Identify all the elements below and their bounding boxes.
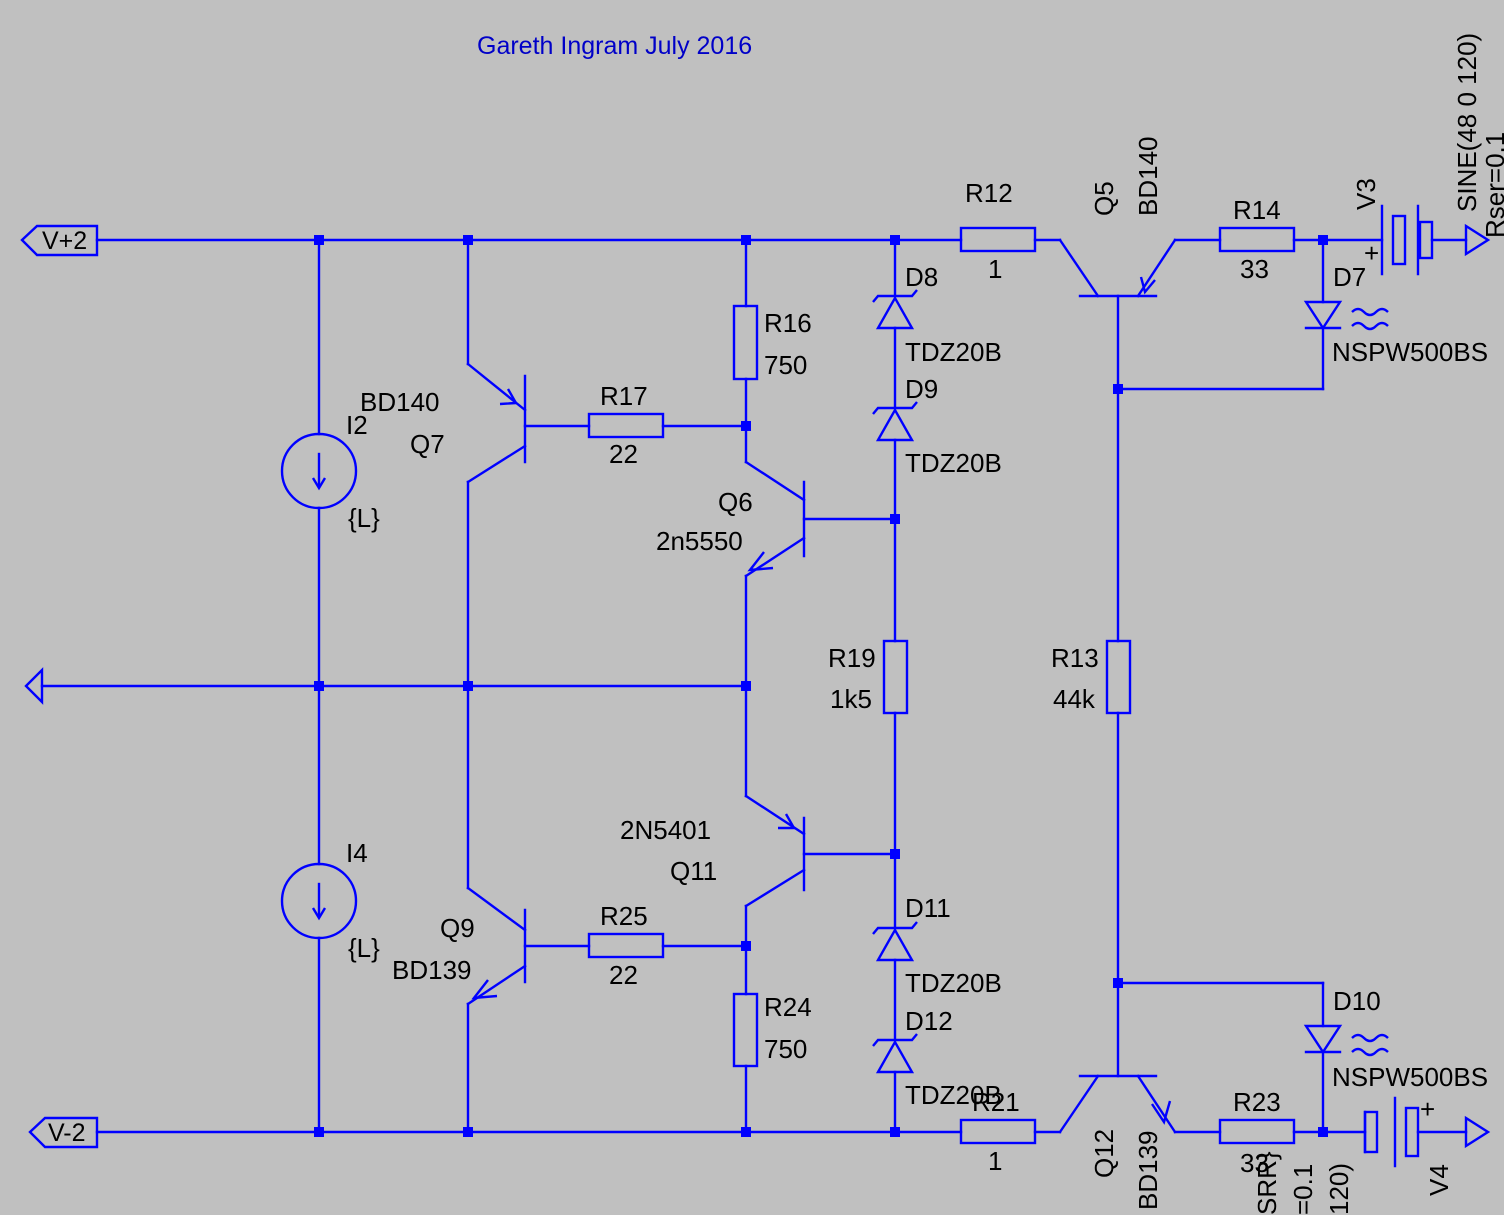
i2-value: {L} [348,503,380,533]
transistor-q12: Q12 BD139 [1058,1074,1177,1211]
r13-value: 44k [1053,684,1096,714]
led-d7: D7 + NSPW500BS [1303,238,1488,367]
i4-ref: I4 [346,838,368,868]
r24-ref: R24 [764,992,812,1022]
resistor-r21: R21 1 [959,1087,1037,1176]
r23-value: 33 [1240,1148,1269,1178]
q6-model: 2n5550 [656,526,743,556]
d9-ref: D9 [905,374,938,404]
i2-ref: I2 [346,410,368,440]
q9-ref: Q9 [440,913,475,943]
d9-model: TDZ20B [905,448,1002,478]
v3-param: Rser=0.1 [1480,132,1504,238]
voltage-source-v3: V3 SINE(48 0 120) Rser=0.1 [1351,33,1504,276]
transistor-q9: Q9 BD139 [392,886,527,1006]
current-source-i2: I2 {L} [280,410,380,533]
port-output [24,667,44,705]
d8-ref: D8 [905,262,938,292]
q12-ref: Q12 [1089,1129,1119,1178]
d11-ref: D11 [905,893,951,923]
transistor-q6: Q6 2n5550 [656,460,806,578]
resistor-r25: R25 22 [587,901,665,990]
voltage-source-v4: + V4 SRR} =0.1 120) [1252,1094,1454,1215]
transistor-q7: BD140 Q7 [360,362,527,484]
q6-ref: Q6 [718,487,753,517]
led-d10: D10 NSPW500BS [1303,986,1488,1092]
r21-ref: R21 [972,1087,1020,1117]
q9-model: BD139 [392,955,472,985]
port-vminus: V-2 [28,1116,99,1149]
r16-value: 750 [764,350,807,380]
q7-ref: Q7 [410,429,445,459]
r19-value: 1k5 [830,684,872,714]
transistor-q5: Q5 BD140 [1058,137,1177,298]
r25-value: 22 [609,960,638,990]
resistor-r19: R19 1k5 [828,639,909,715]
zener-d8: D8 TDZ20B [872,262,1002,367]
r14-ref: R14 [1233,195,1281,225]
r12-ref: R12 [965,178,1013,208]
junction-dots [314,235,1328,1137]
d7-model: NSPW500BS [1332,337,1488,367]
d11-model: TDZ20B [905,968,1002,998]
author-note: Gareth Ingram July 2016 [477,32,752,60]
r14-value: 33 [1240,254,1269,284]
r23-ref: R23 [1233,1087,1281,1117]
resistor-r23: R23 33 [1218,1087,1296,1178]
resistor-r16: R16 750 [732,304,812,381]
r19-ref: R19 [828,643,876,673]
r25-ref: R25 [600,901,648,931]
v3-value: SINE(48 0 120) [1452,33,1482,212]
q12-model: BD139 [1133,1131,1163,1211]
d8-model: TDZ20B [905,337,1002,367]
q11-ref: Q11 [670,856,717,886]
port-vminus-label: V-2 [48,1119,86,1147]
d10-model: NSPW500BS [1332,1062,1488,1092]
q11-model: 2N5401 [620,815,711,845]
zener-d9: D9 TDZ20B [872,374,1002,478]
d12-model: TDZ20B [905,1080,1002,1110]
port-v3-ground [1464,223,1491,257]
r16-ref: R16 [764,308,812,338]
wires [40,238,1468,1134]
d10-ref: D10 [1333,986,1381,1016]
resistor-r12: R12 1 [959,178,1037,284]
r13-ref: R13 [1051,643,1099,673]
i4-value: {L} [348,933,380,963]
zener-d12: D12 TDZ20B [872,1006,1002,1110]
port-vplus-label: V+2 [42,227,87,255]
r21-value: 1 [988,1146,1002,1176]
resistor-r17: R17 22 [587,381,665,469]
v3-ref: V3 [1351,178,1381,210]
resistor-r14: R14 33 [1218,195,1296,284]
r12-value: 1 [988,254,1002,284]
v4-ref: V4 [1424,1164,1454,1196]
r17-ref: R17 [600,381,648,411]
q5-ref: Q5 [1089,181,1119,216]
v4-param-part: =0.1 [1288,1164,1318,1215]
port-vplus: V+2 [20,224,99,257]
current-source-i4: I4 {L} [280,838,380,963]
d12-ref: D12 [905,1006,953,1036]
r24-value: 750 [764,1034,807,1064]
port-v4-ground [1464,1115,1491,1149]
v4-value-part: SRR} [1252,1151,1282,1215]
d7-ref: D7 [1333,262,1366,292]
resistor-r24: R24 750 [732,992,812,1068]
q7-model: BD140 [360,387,440,417]
v4-value-tail: 120) [1324,1163,1354,1215]
transistor-q11: 2N5401 Q11 [620,794,806,908]
svg-text:+: + [1420,1094,1435,1124]
q5-model: BD140 [1133,137,1163,217]
r17-value: 22 [609,439,638,469]
zener-d11: D11 TDZ20B [872,893,1002,998]
resistor-r13: R13 44k [1051,639,1132,715]
svg-text:+: + [1364,238,1379,268]
